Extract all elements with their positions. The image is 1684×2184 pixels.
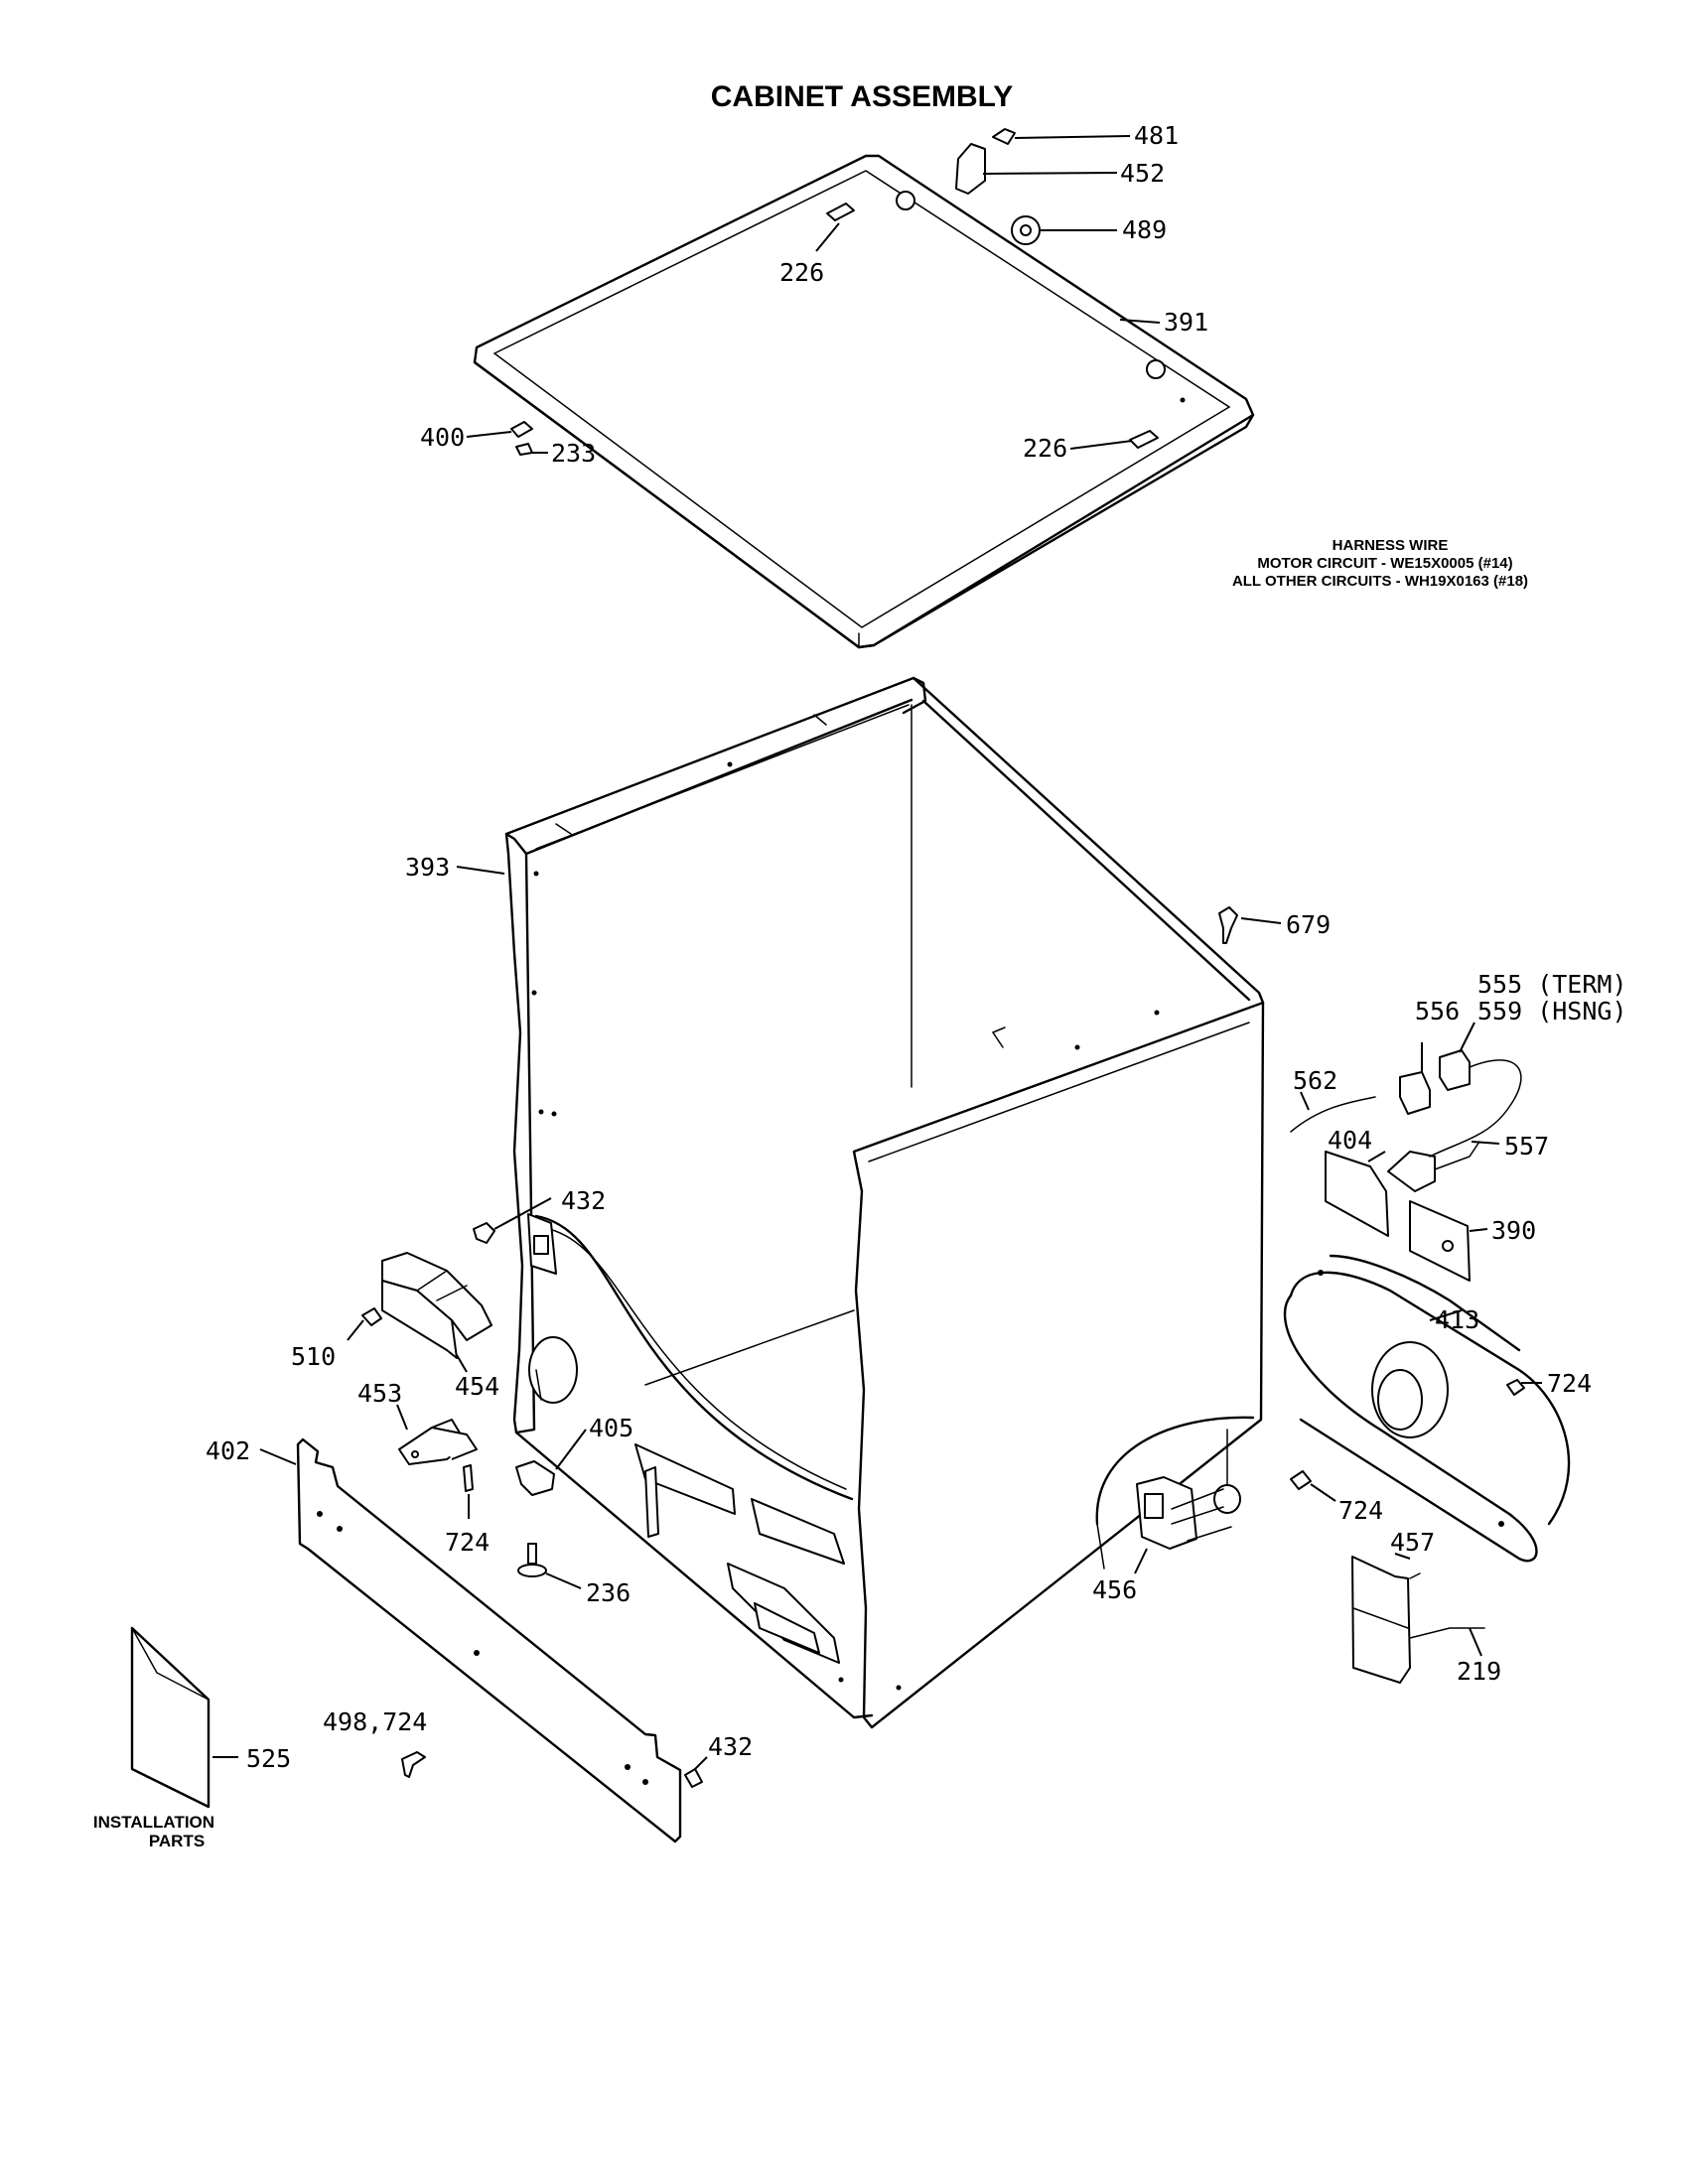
hinge-452-icon bbox=[955, 143, 986, 195]
top-hole-icon bbox=[896, 191, 915, 210]
label-390: 390 bbox=[1491, 1216, 1536, 1245]
label-555: 555 (TERM) bbox=[1477, 970, 1627, 999]
nut-489-icon bbox=[1011, 215, 1041, 245]
label-432-lower: 432 bbox=[708, 1732, 753, 1761]
screw-510-icon bbox=[361, 1307, 382, 1326]
rear-access-panel bbox=[1283, 1254, 1571, 1563]
clip-481-icon bbox=[992, 128, 1016, 145]
screw-679-icon bbox=[1218, 906, 1238, 944]
label-405: 405 bbox=[589, 1414, 633, 1442]
label-557: 557 bbox=[1504, 1132, 1549, 1160]
label-454: 454 bbox=[455, 1372, 499, 1401]
label-457: 457 bbox=[1390, 1528, 1435, 1557]
label-498-724: 498,724 bbox=[323, 1707, 427, 1736]
label-481: 481 bbox=[1134, 121, 1179, 150]
cabinet-body bbox=[504, 676, 1265, 1729]
leader-lines bbox=[212, 135, 1542, 1770]
screw-724c-icon bbox=[1290, 1470, 1312, 1490]
label-404: 404 bbox=[1328, 1126, 1372, 1155]
label-393: 393 bbox=[405, 853, 450, 882]
clip-432b-icon bbox=[684, 1768, 703, 1788]
label-724-middle: 724 bbox=[1338, 1496, 1383, 1525]
clip-405-icon bbox=[515, 1460, 555, 1496]
label-562: 562 bbox=[1293, 1066, 1337, 1095]
label-559: 559 (HSNG) bbox=[1477, 997, 1627, 1025]
bracket-453-icon bbox=[398, 1419, 478, 1465]
label-456: 456 bbox=[1092, 1575, 1137, 1604]
clip-icon bbox=[1129, 430, 1159, 449]
label-413: 413 bbox=[1435, 1305, 1479, 1334]
part-labels: 481 452 489 226 391 400 233 226 393 679 … bbox=[206, 121, 1627, 1773]
terminal-housing-icon bbox=[1439, 1049, 1471, 1091]
label-400: 400 bbox=[420, 423, 465, 452]
kick-panel bbox=[296, 1437, 682, 1843]
strain-relief-icon bbox=[1387, 1151, 1436, 1192]
clip-432-icon bbox=[473, 1222, 495, 1244]
screw-724b-icon bbox=[1506, 1379, 1525, 1396]
label-489: 489 bbox=[1122, 215, 1167, 244]
label-402: 402 bbox=[206, 1436, 250, 1465]
label-510: 510 bbox=[291, 1342, 336, 1371]
label-453: 453 bbox=[357, 1379, 402, 1408]
label-724-right: 724 bbox=[1547, 1369, 1592, 1398]
screw-498-icon bbox=[401, 1751, 426, 1778]
terminal-block-icon bbox=[1399, 1071, 1431, 1115]
installation-label-line2: PARTS bbox=[149, 1832, 205, 1850]
harness-note-line1: MOTOR CIRCUIT - WE15X0005 (#14) bbox=[1257, 555, 1512, 572]
clip-icon bbox=[826, 203, 855, 221]
label-219: 219 bbox=[1457, 1657, 1501, 1686]
leveling-leg-236-icon bbox=[517, 1543, 547, 1577]
bracket-400-icon bbox=[510, 421, 533, 438]
label-432-upper: 432 bbox=[561, 1186, 606, 1215]
top-panel bbox=[473, 154, 1255, 649]
label-724-left: 724 bbox=[445, 1528, 490, 1557]
terminal-block-assembly bbox=[1290, 1049, 1522, 1282]
screw-724a-icon bbox=[463, 1464, 474, 1492]
label-391: 391 bbox=[1164, 308, 1208, 337]
harness-note-heading: HARNESS WIRE bbox=[1333, 537, 1449, 554]
diagram-title: CABINET ASSEMBLY bbox=[711, 80, 1013, 113]
screw-233-icon bbox=[515, 443, 533, 456]
terminal-cover-457 bbox=[1351, 1556, 1485, 1684]
label-233: 233 bbox=[551, 439, 596, 468]
label-226-lower: 226 bbox=[1023, 434, 1067, 463]
label-226-upper: 226 bbox=[779, 258, 824, 287]
label-452: 452 bbox=[1120, 159, 1165, 188]
label-525: 525 bbox=[246, 1744, 291, 1773]
harness-note-line2: ALL OTHER CIRCUITS - WH19X0163 (#18) bbox=[1232, 573, 1528, 590]
label-679: 679 bbox=[1286, 910, 1331, 939]
label-236: 236 bbox=[586, 1578, 631, 1607]
installation-label-line1: INSTALLATION bbox=[93, 1813, 214, 1832]
label-556: 556 bbox=[1415, 997, 1460, 1025]
installation-parts-envelope bbox=[130, 1626, 210, 1809]
top-hole-icon bbox=[1146, 359, 1166, 379]
harness-wire-note: HARNESS WIRE MOTOR CIRCUIT - WE15X0005 (… bbox=[1232, 537, 1528, 590]
bracket-454-icon bbox=[381, 1252, 492, 1359]
